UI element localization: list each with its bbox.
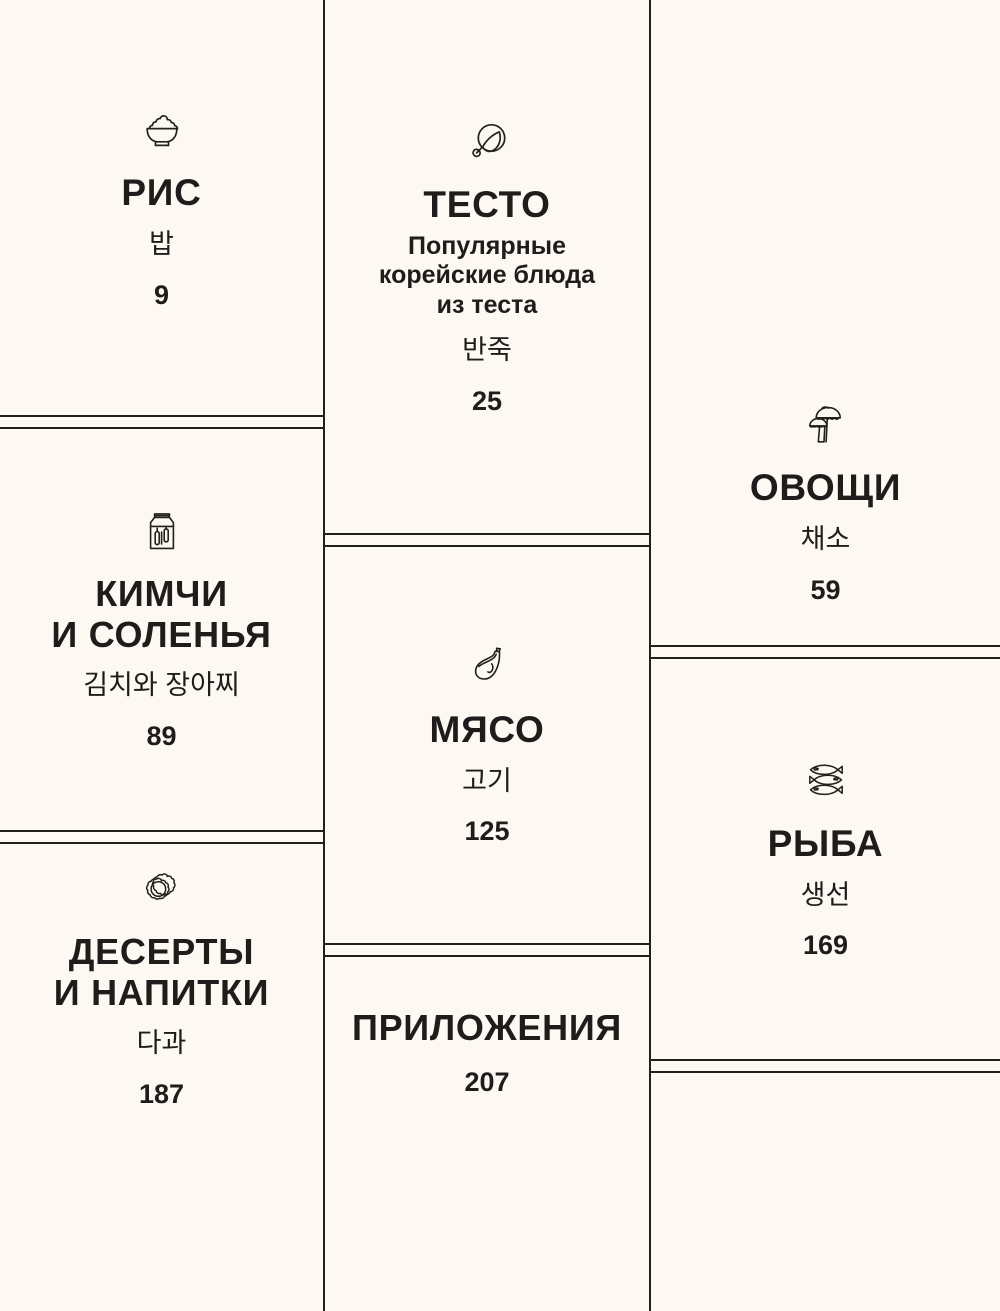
row-divider-c2-a-bottom	[325, 545, 649, 547]
mushroom-icon	[798, 399, 852, 453]
toc-korean-meat: 고기	[462, 765, 512, 796]
toc-page-kimchi: 89	[146, 720, 177, 751]
toc-entry-vegetables[interactable]: ОВОЩИ 채소 59	[651, 0, 1000, 645]
row-divider-c3-a-bottom	[651, 657, 1000, 659]
rice-bowl-icon	[135, 104, 189, 158]
pickle-jar-icon	[135, 505, 189, 559]
toc-page-desserts: 187	[138, 1078, 185, 1109]
toc-page-appendix: 207	[464, 1067, 510, 1098]
toc-entry-dough[interactable]: ТЕСТО Популярные корейские блюда из тест…	[325, 0, 649, 533]
toc-page-meat: 125	[464, 816, 510, 847]
toc-korean-vegetables: 채소	[800, 524, 851, 555]
rice-cakes-icon	[135, 863, 189, 917]
row-divider-c1-a-top	[0, 415, 323, 417]
frying-pan-dumpling-icon	[460, 116, 514, 170]
row-divider-c1-b-top	[0, 830, 323, 832]
toc-page-vegetables: 59	[810, 574, 841, 605]
toc-entry-kimchi[interactable]: КИМЧИ И СОЛЕНЬЯ 김치와 장아찌 89	[0, 427, 323, 830]
toc-subtitle-dough: Популярные корейские блюда из теста	[378, 231, 596, 319]
toc-entry-desserts[interactable]: ДЕСЕРТЫ И НАПИТКИ 다과 187	[0, 842, 323, 1311]
toc-entry-fish[interactable]: РЫБА 생선 169	[651, 657, 1000, 1059]
toc-korean-kimchi: 김치와 장아찌	[83, 670, 240, 701]
toc-page-fish: 169	[802, 930, 849, 961]
toc-title-desserts: ДЕСЕРТЫ И НАПИТКИ	[53, 931, 270, 1014]
toc-page-rice: 9	[153, 279, 170, 310]
toc-title-rice: РИС	[121, 172, 202, 214]
toc-title-kimchi: КИМЧИ И СОЛЕНЬЯ	[51, 573, 272, 656]
row-divider-c3-b-top	[651, 1059, 1000, 1061]
row-divider-c2-b-top	[325, 943, 649, 945]
meat-cut-icon	[460, 641, 514, 695]
toc-korean-dough: 반죽	[462, 335, 512, 366]
row-divider-c1-b-bottom	[0, 842, 323, 844]
toc-title-dough: ТЕСТО	[423, 183, 551, 225]
toc-korean-fish: 생선	[800, 879, 851, 910]
three-fish-icon	[799, 755, 853, 809]
toc-entry-rice[interactable]: РИС 밥 9	[0, 0, 323, 415]
row-divider-c2-b-bottom	[325, 955, 649, 957]
row-divider-c2-a-top	[325, 533, 649, 535]
row-divider-c1-a-bottom	[0, 427, 323, 429]
toc-title-meat: МЯСО	[429, 708, 545, 750]
toc-title-vegetables: ОВОЩИ	[749, 467, 902, 509]
toc-entry-meat[interactable]: МЯСО 고기 125	[325, 545, 649, 943]
toc-page-dough: 25	[471, 385, 503, 416]
row-divider-c3-b-bottom	[651, 1071, 1000, 1073]
column-divider-left	[323, 0, 325, 1311]
toc-korean-rice: 밥	[149, 229, 174, 260]
toc-title-appendix: ПРИЛОЖЕНИЯ	[351, 1007, 623, 1049]
toc-entry-appendix[interactable]: ПРИЛОЖЕНИЯ 207	[325, 955, 649, 1311]
toc-title-fish: РЫБА	[767, 822, 884, 864]
toc-korean-desserts: 다과	[136, 1028, 187, 1059]
row-divider-c3-a-top	[651, 645, 1000, 647]
column-divider-right	[649, 0, 651, 1311]
